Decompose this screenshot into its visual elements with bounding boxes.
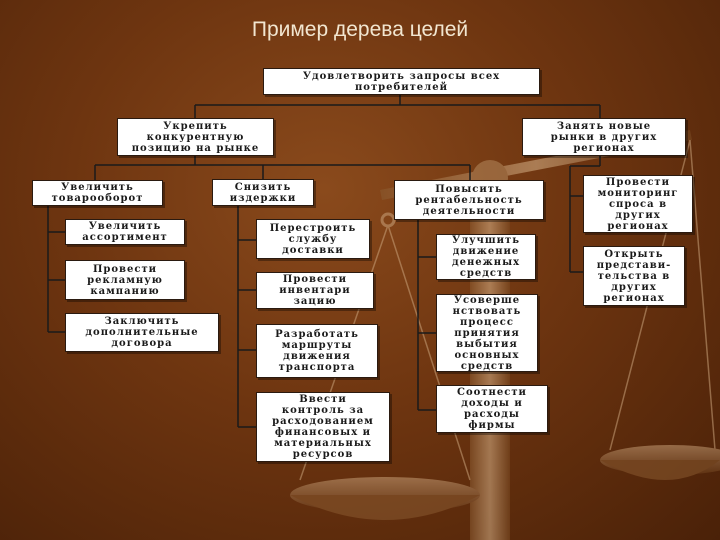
goal-inventory: Провести инвентари зацию	[256, 272, 374, 309]
goal-increase-profitability: Повысить рентабельность деятельности	[394, 180, 544, 220]
goal-strengthen-position: Укрепить конкурентную позицию на рынке	[117, 118, 274, 156]
goal-match-income-expenses: Соотнести доходы и расходы фирмы	[436, 385, 548, 433]
goal-cash-flow: Улучшить движение денежных средств	[436, 234, 536, 280]
goal-reduce-costs: Снизить издержки	[212, 179, 314, 206]
goal-expand-assortment: Увеличить ассортимент	[65, 219, 185, 245]
page-title: Пример дерева целей	[251, 18, 469, 41]
goal-increase-turnover: Увеличить товарооборот	[32, 180, 163, 206]
goal-market-monitoring: Провести мониторинг спроса в других реги…	[583, 175, 693, 233]
goal-root: Удовлетворить запросы всех потребителей	[263, 68, 540, 95]
goal-additional-contracts: Заключить дополнительные договора	[65, 313, 219, 352]
goal-rebuild-delivery: Перестроить службу доставки	[256, 219, 370, 259]
goal-open-offices: Открыть представи- тельства в других рег…	[583, 246, 685, 306]
goal-new-markets: Занять новые рынки в других регионах	[522, 118, 686, 156]
goal-transport-routes: Разработать маршруты движения транспорта	[256, 324, 378, 378]
goal-fixed-assets-process: Усоверше нствовать процесс принятия выбы…	[436, 294, 538, 372]
goal-expense-control: Ввести контроль за расходованием финансо…	[256, 392, 390, 462]
goal-ad-campaign: Провести рекламную кампанию	[65, 260, 185, 300]
